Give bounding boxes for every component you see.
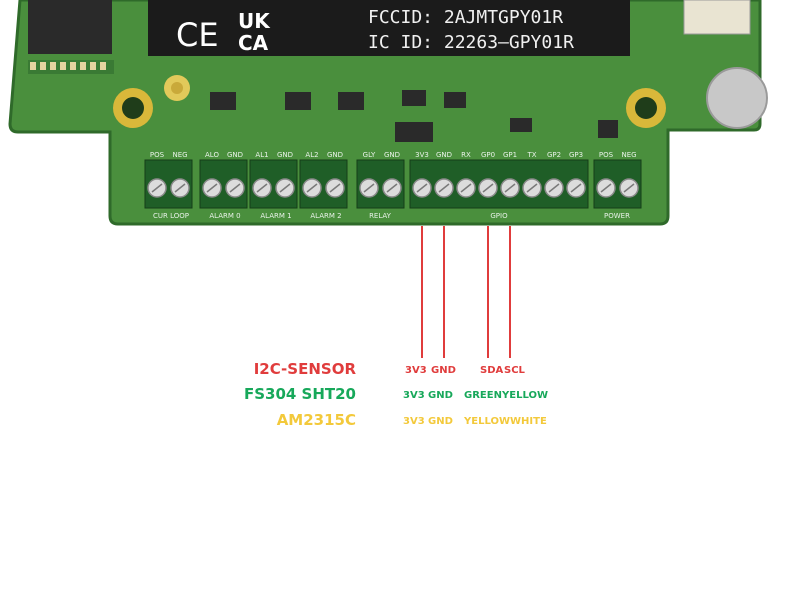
header-label: GND: [277, 151, 293, 159]
sensor-pin-label: 3V3: [403, 390, 425, 401]
wire-group: [421, 226, 511, 358]
footer-labels: CUR LOOP ALARM 0 ALARM 1 ALARM 2 RELAY GPIO PO…: [153, 212, 630, 220]
header-label: ALO: [205, 151, 219, 159]
header-label: GND: [384, 151, 400, 159]
ce-mark: CE: [176, 16, 219, 54]
module-chip: [28, 0, 112, 54]
sensor-pin-label: GND: [428, 390, 453, 401]
sensor-pin-label: YELLOW: [464, 416, 510, 427]
header-label: GP2: [547, 151, 561, 159]
sensor-pin-label: SDA: [480, 365, 504, 376]
header-label: POS: [150, 151, 165, 159]
header-label: GP3: [569, 151, 583, 159]
sensor-pin-label: YELLOW: [502, 390, 548, 401]
footer-label: GPIO: [490, 212, 508, 220]
icid-text: IC ID: 22263–GPY01R: [368, 32, 574, 53]
header-label: GND: [327, 151, 343, 159]
ukca-mark-bottom: CA: [238, 31, 269, 55]
sensor-pin-label: GND: [431, 365, 456, 376]
sensor-pin-label: GND: [428, 416, 453, 427]
terminal-blocks: [144, 159, 642, 209]
header-label: AL2: [305, 151, 318, 159]
sensor-name: FS304 SHT20: [243, 385, 356, 403]
header-label: 3V3: [415, 151, 429, 159]
sensor-name: I2C-SENSOR: [253, 360, 356, 378]
footer-label: RELAY: [369, 212, 392, 220]
pcb-board: CE UK CA FCCID: 2AJMTGPY01R IC ID: 22263…: [8, 0, 768, 226]
header-label: GP0: [481, 151, 495, 159]
header-label: TX: [526, 151, 536, 159]
header-labels: POS NEG ALO GND AL1 GND AL2 GND GLY GND 3V3 GND RX GP…: [150, 151, 637, 159]
ukca-mark-top: UK: [238, 9, 271, 33]
header-label: AL1: [255, 151, 268, 159]
header-label: POS: [599, 151, 614, 159]
footer-label: POWER: [604, 212, 630, 220]
header-label: GLY: [363, 151, 376, 159]
sensor-name: AM2315C: [276, 411, 356, 429]
fccid-text: FCCID: 2AJMTGPY01R: [368, 7, 563, 28]
footer-label: CUR LOOP: [153, 212, 189, 220]
sensor-pin-label: 3V3: [405, 365, 427, 376]
header-label: GP1: [503, 151, 517, 159]
footer-label: ALARM 0: [209, 212, 240, 220]
header-label: GND: [227, 151, 243, 159]
header-label: NEG: [621, 151, 636, 159]
label-plate: [148, 0, 630, 56]
footer-label: ALARM 2: [310, 212, 341, 220]
header-label: RX: [461, 151, 471, 159]
sensor-pin-label: WHITE: [510, 416, 547, 427]
header-label: GND: [436, 151, 452, 159]
header-label: NEG: [172, 151, 187, 159]
buzzer: [706, 67, 768, 129]
sensor-pin-label: GREEN: [464, 390, 502, 401]
sensor-pin-label: SCL: [504, 365, 525, 376]
footer-label: ALARM 1: [260, 212, 291, 220]
sensor-pin-label: 3V3: [403, 416, 425, 427]
